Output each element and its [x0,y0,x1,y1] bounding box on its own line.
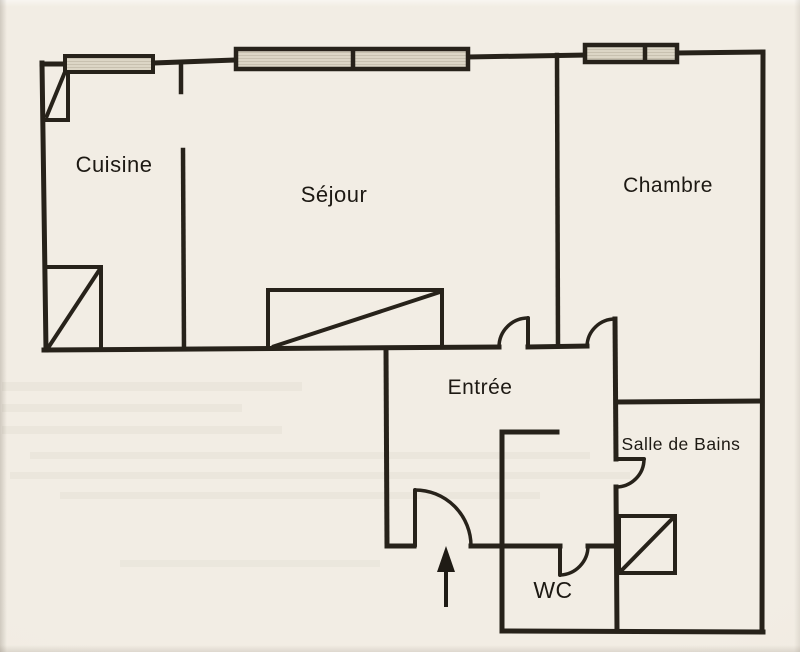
sejour-unit [266,288,444,349]
wall-chambre-sdb-divider [613,398,765,405]
cuisine-lower-unit [46,265,103,350]
wall-right-outer [759,49,766,635]
wall-wc-sdb-lower [613,484,620,634]
entrance-arrow-icon [437,546,455,607]
wall-cuisine-sejour-divider [180,147,187,352]
salle-de-bains-unit [617,514,677,575]
wall-top-sejour-chambre [465,52,588,60]
chambre-window [582,42,680,65]
room-label-salle-de-bains: Salle de Bains [622,434,741,454]
chambre-door [585,317,617,349]
room-label-wc: WC [533,577,572,603]
room-label-cuisine: Cuisine [76,152,153,177]
sejour-door [497,316,530,349]
cuisine-window [63,54,155,74]
wall-left-outer [39,60,49,353]
wall-sejour-chambre-divider [554,52,561,349]
wall-entree-left [383,346,390,549]
sejour-window [233,46,471,72]
wc-door [558,544,590,577]
wall-bottom-cuisine-sejour [41,344,502,353]
wall-top-chambre-right [674,49,766,56]
bleed-through-ghost [2,382,630,567]
room-label-chambre: Chambre [623,174,713,197]
room-label-entree: Entrée [448,376,513,399]
wall-top-cuisine-right [150,57,239,66]
room-label-sejour: Séjour [301,182,368,207]
wall-bottom-wc-sdb [499,628,766,635]
